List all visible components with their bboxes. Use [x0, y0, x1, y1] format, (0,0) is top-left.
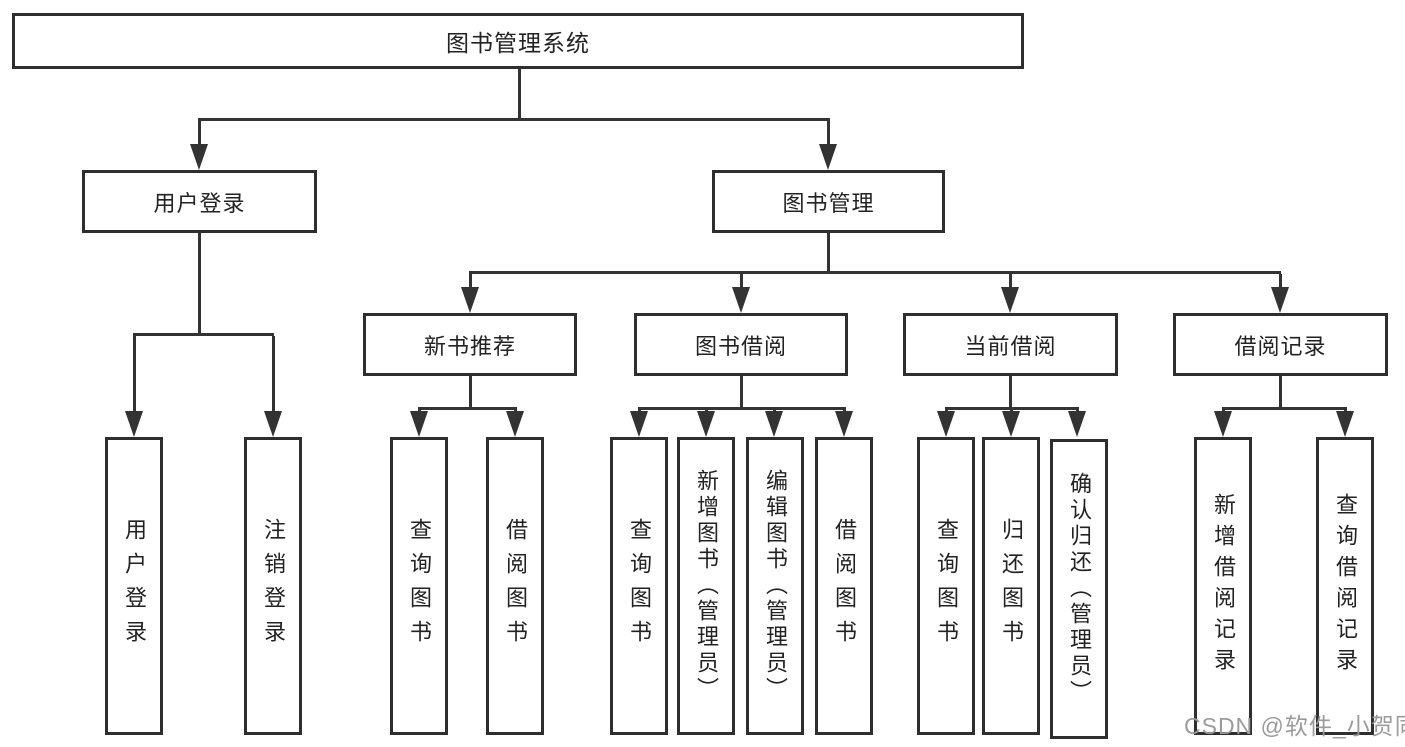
- node-new-book-recommend-label: 新书推荐: [423, 333, 516, 359]
- arrow-down-icon: [697, 411, 715, 437]
- node-new-book-recommend: 新书推荐: [363, 313, 577, 376]
- arrow-down-icon: [1336, 411, 1354, 437]
- connector-line-v: [469, 274, 472, 288]
- node-leaf-confirm-return-admin-label: 确认归还（管理员）: [1067, 472, 1092, 706]
- arrow-down-icon: [461, 287, 479, 313]
- node-book-borrow: 图书借阅: [634, 313, 848, 376]
- node-book-management: 图书管理: [712, 170, 945, 233]
- node-leaf-logout-label: 注销登录: [261, 518, 286, 654]
- arrow-down-icon: [125, 411, 143, 437]
- node-root-label: 图书管理系统: [446, 30, 590, 56]
- node-book-borrow-label: 图书借阅: [694, 333, 787, 359]
- connector-line-v: [827, 233, 830, 271]
- node-borrow-records: 借阅记录: [1173, 313, 1388, 376]
- arrow-down-icon: [1271, 287, 1289, 313]
- connector-line-h: [638, 407, 845, 410]
- node-leaf-confirm-return-admin: 确认归还（管理员）: [1050, 439, 1108, 739]
- connector-line-v: [773, 407, 776, 414]
- connector-line-v: [827, 121, 830, 146]
- node-leaf-add-book-admin: 新增图书（管理员）: [677, 437, 735, 735]
- node-leaf-logout: 注销登录: [244, 437, 302, 735]
- connector-line-v: [638, 407, 641, 414]
- connector-line-v: [740, 376, 743, 407]
- node-leaf-query-borrow-record: 查询借阅记录: [1316, 437, 1374, 735]
- node-root: 图书管理系统: [12, 13, 1024, 69]
- node-leaf-rec-query-book: 查询图书: [390, 437, 448, 735]
- connector-line-v: [1076, 407, 1079, 414]
- node-leaf-edit-book-admin-label: 编辑图书（管理员）: [763, 469, 788, 703]
- connector-line-v: [198, 233, 201, 333]
- connector-line-v: [418, 407, 421, 414]
- node-leaf-add-book-admin-label: 新增图书（管理员）: [694, 469, 719, 703]
- connector-line-v: [705, 407, 708, 414]
- connector-line-v: [272, 336, 275, 413]
- connector-line-h: [469, 271, 1281, 274]
- connector-line-v: [1010, 407, 1013, 414]
- arrow-down-icon: [819, 144, 837, 170]
- node-leaf-query-borrow-record-label: 查询借阅记录: [1333, 493, 1358, 679]
- node-leaf-borrow-query-book: 查询图书: [610, 437, 668, 735]
- connector-line-v: [469, 376, 472, 407]
- node-user-login: 用户登录: [82, 170, 317, 233]
- connector-line-v: [1222, 407, 1225, 414]
- node-book-management-label: 图书管理: [782, 190, 875, 216]
- arrow-down-icon: [765, 411, 783, 437]
- connector-line-v: [1009, 274, 1012, 288]
- arrow-down-icon: [506, 411, 524, 437]
- connector-line-h: [133, 333, 274, 336]
- node-borrow-records-label: 借阅记录: [1234, 333, 1327, 359]
- connector-line-v: [518, 69, 521, 118]
- node-leaf-return-book-label: 归还图书: [999, 518, 1024, 654]
- node-leaf-borrow-book-label: 借阅图书: [832, 518, 857, 654]
- arrow-down-icon: [1001, 287, 1019, 313]
- node-leaf-borrow-book: 借阅图书: [815, 437, 873, 735]
- node-leaf-current-query-book: 查询图书: [917, 437, 975, 735]
- node-leaf-borrow-query-book-label: 查询图书: [627, 518, 652, 654]
- connector-line-v: [1279, 274, 1282, 288]
- node-leaf-new-borrow-record-label: 新增借阅记录: [1211, 493, 1236, 679]
- node-leaf-current-query-book-label: 查询图书: [934, 518, 959, 654]
- connector-line-v: [1279, 376, 1282, 407]
- arrow-down-icon: [937, 411, 955, 437]
- connector-line-h: [1222, 407, 1346, 410]
- connector-line-v: [740, 274, 743, 288]
- node-leaf-edit-book-admin: 编辑图书（管理员）: [746, 437, 804, 735]
- connector-line-v: [945, 407, 948, 414]
- connector-line-v: [843, 407, 846, 414]
- arrow-down-icon: [835, 411, 853, 437]
- arrow-down-icon: [732, 287, 750, 313]
- node-current-borrow-label: 当前借阅: [964, 333, 1057, 359]
- arrow-down-icon: [190, 144, 208, 170]
- node-leaf-rec-borrow-book: 借阅图书: [486, 437, 544, 735]
- connector-line-h: [418, 407, 516, 410]
- node-leaf-user-login-label: 用户登录: [122, 518, 147, 654]
- node-leaf-rec-borrow-book-label: 借阅图书: [503, 518, 528, 654]
- connector-line-h: [198, 118, 830, 121]
- node-leaf-rec-query-book-label: 查询图书: [407, 518, 432, 654]
- arrow-down-icon: [630, 411, 648, 437]
- node-leaf-user-login: 用户登录: [105, 437, 163, 735]
- arrow-down-icon: [264, 411, 282, 437]
- connector-line-v: [1344, 407, 1347, 414]
- arrow-down-icon: [1068, 411, 1086, 437]
- arrow-down-icon: [1002, 411, 1020, 437]
- connector-line-v: [133, 336, 136, 413]
- arrow-down-icon: [410, 411, 428, 437]
- csdn-watermark: CSDN @软件_小贺同学: [1184, 713, 1405, 739]
- connector-line-v: [1009, 376, 1012, 407]
- node-leaf-new-borrow-record: 新增借阅记录: [1194, 437, 1252, 735]
- node-user-login-label: 用户登录: [153, 190, 246, 216]
- connector-line-v: [198, 121, 201, 146]
- arrow-down-icon: [1214, 411, 1232, 437]
- connector-line-v: [514, 407, 517, 414]
- node-current-borrow: 当前借阅: [903, 313, 1118, 376]
- node-leaf-return-book: 归还图书: [982, 437, 1040, 735]
